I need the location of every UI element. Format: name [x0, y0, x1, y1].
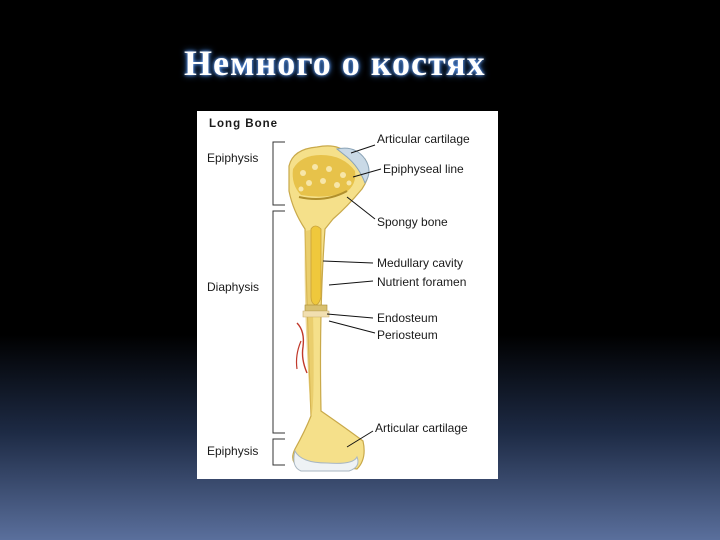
- medullary-cavity: [310, 225, 322, 306]
- nutrient-vessel: [296, 322, 308, 374]
- epiphysis-top-label: Epiphysis: [207, 151, 259, 165]
- epiphysis-bottom-label: Epiphysis: [207, 444, 259, 458]
- pointer-lines: [322, 144, 382, 448]
- diagram-heading: Long Bone: [209, 118, 279, 130]
- periosteum-label: Periosteum: [377, 328, 438, 342]
- spongy-bone-label: Spongy bone: [377, 215, 448, 229]
- periosteum-band: [304, 304, 328, 312]
- region-brackets: [272, 141, 285, 466]
- articular-cartilage-bottom-label: Articular cartilage: [375, 421, 468, 435]
- epiphysis-top-bracket: [272, 141, 285, 206]
- epiphyseal-line: [298, 190, 348, 200]
- nutrient-vessel-branch: [295, 340, 302, 370]
- long-bone-diagram: Long Bone Epiphysis Diaphysis Epiphysis …: [197, 111, 498, 479]
- nutrient-foramen-label: Nutrient foramen: [377, 275, 467, 289]
- endosteum-layer: [302, 310, 330, 318]
- articular-cartilage-top-label: Articular cartilage: [377, 132, 470, 146]
- articular-cartilage-bottom: [293, 449, 359, 472]
- endosteum-label: Endosteum: [377, 311, 438, 325]
- slide-title: Немного о костях: [184, 43, 486, 83]
- long-bone-illustration: [272, 141, 382, 472]
- spongy-pores: [298, 164, 352, 192]
- epiphysis-bottom-bracket: [272, 438, 285, 466]
- diaphysis-label: Diaphysis: [207, 280, 260, 294]
- diaphysis-bracket: [272, 210, 285, 434]
- epiphyseal-line-label: Epiphyseal line: [383, 162, 464, 176]
- medullary-cavity-label: Medullary cavity: [377, 256, 464, 270]
